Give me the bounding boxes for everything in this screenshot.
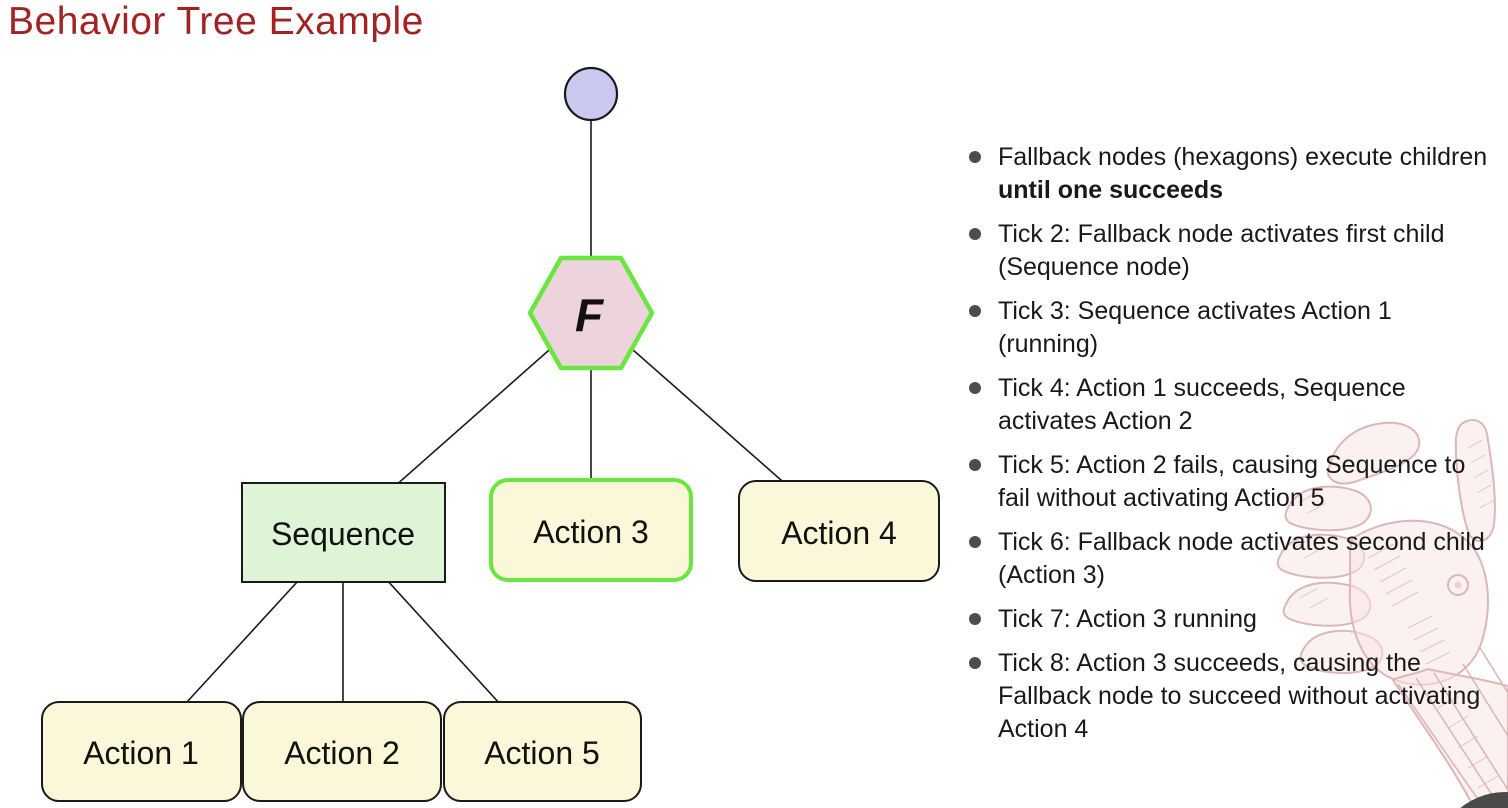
bullet-text-normal: Tick 4: Action 1 succeeds, Sequence acti…: [998, 374, 1406, 435]
tree-edges: [141, 120, 840, 752]
bullet-icon: [969, 657, 981, 669]
bullet-text-normal: Tick 8: Action 3 succeeds, causing the F…: [998, 649, 1481, 743]
behavior-tree-diagram: F Sequence Action 3 Action 4 Action 1 Ac…: [41, 66, 940, 802]
list-item: Fallback nodes (hexagons) execute childr…: [963, 141, 1508, 207]
node-action-2-label: Action 2: [284, 735, 400, 771]
bullet-icon: [969, 459, 981, 471]
bullet-text: Tick 4: Action 1 succeeds, Sequence acti…: [998, 372, 1492, 438]
bullet-text-normal: Tick 2: Fallback node activates first ch…: [998, 220, 1445, 281]
bullet-text: Tick 2: Fallback node activates first ch…: [998, 218, 1492, 284]
node-action-3: [489, 478, 693, 582]
bullet-text: Tick 3: Sequence activates Action 1 (run…: [998, 295, 1492, 361]
node-action-5: [443, 701, 642, 802]
list-item: Tick 5: Action 2 fails, causing Sequence…: [963, 449, 1508, 515]
list-item: Tick 3: Sequence activates Action 1 (run…: [963, 295, 1508, 361]
node-action-1: [41, 701, 242, 802]
bullet-text-bold: until one succeeds: [998, 176, 1224, 204]
bullet-icon: [969, 536, 981, 548]
bullet-text-normal: Fallback nodes (hexagons) execute childr…: [998, 143, 1488, 171]
list-item: Tick 6: Fallback node activates second c…: [963, 526, 1508, 592]
bullet-text: Tick 7: Action 3 running: [998, 603, 1492, 636]
node-action-2: [242, 701, 442, 802]
node-action-3-label: Action 3: [533, 514, 649, 550]
node-action-4: [738, 480, 940, 582]
bullet-icon: [969, 305, 981, 317]
list-item: Tick 2: Fallback node activates first ch…: [963, 218, 1508, 284]
list-item: Tick 7: Action 3 running: [963, 603, 1508, 636]
explanation-list: Fallback nodes (hexagons) execute childr…: [963, 141, 1508, 757]
bullet-icon: [969, 382, 981, 394]
bullet-text-normal: Tick 5: Action 2 fails, causing Sequence…: [998, 451, 1466, 512]
bullet-icon: [969, 228, 981, 240]
corner-circle: [1460, 792, 1508, 808]
bullet-text-normal: Tick 7: Action 3 running: [998, 605, 1257, 633]
node-action-1-label: Action 1: [83, 735, 199, 771]
root-node: [563, 66, 619, 122]
node-action-5-label: Action 5: [484, 735, 600, 771]
node-sequence: [241, 482, 446, 583]
bullet-text: Tick 5: Action 2 fails, causing Sequence…: [998, 449, 1492, 515]
fallback-node-label: F: [575, 289, 605, 341]
fallback-node-hexagon: [527, 255, 655, 371]
page-title: Behavior Tree Example: [8, 0, 424, 43]
list-item: Tick 4: Action 1 succeeds, Sequence acti…: [963, 372, 1508, 438]
bullet-text: Tick 8: Action 3 succeeds, causing the F…: [998, 647, 1492, 746]
bullet-text-normal: Tick 6: Fallback node activates second c…: [998, 528, 1485, 589]
bullet-text-normal: Tick 3: Sequence activates Action 1 (run…: [998, 297, 1392, 358]
bullet-icon: [969, 151, 981, 163]
list-item: Tick 8: Action 3 succeeds, causing the F…: [963, 647, 1508, 746]
bullet-text: Fallback nodes (hexagons) execute childr…: [998, 141, 1492, 207]
bullet-icon: [969, 613, 981, 625]
node-action-4-label: Action 4: [781, 515, 897, 551]
node-sequence-label: Sequence: [271, 516, 415, 552]
bullet-text: Tick 6: Fallback node activates second c…: [998, 526, 1492, 592]
